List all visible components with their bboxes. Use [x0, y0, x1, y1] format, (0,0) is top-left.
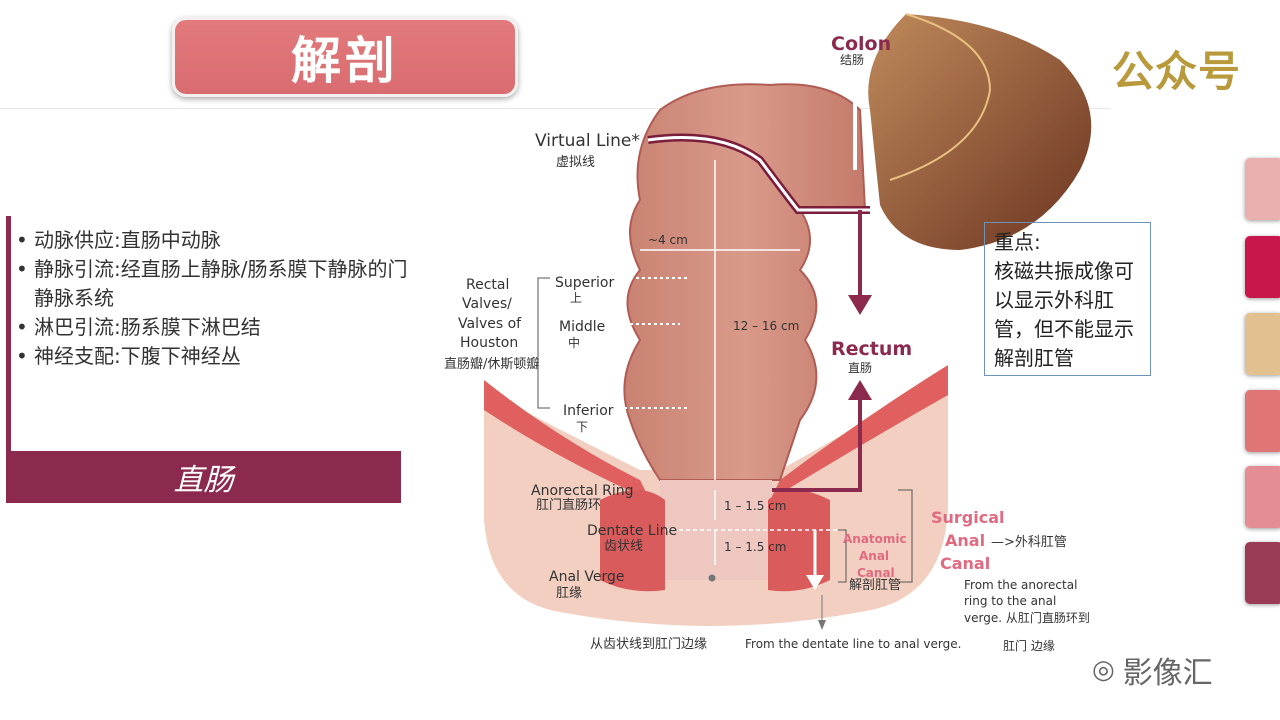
levator-left: [484, 380, 650, 500]
label-colon: Colon: [831, 33, 891, 55]
label-colon-cn: 结肠: [840, 53, 864, 67]
label-middle: Middle: [559, 319, 605, 335]
bullet-item: 神经支配:下腹下神经丛: [16, 342, 416, 371]
label-valves-3: Valves of: [458, 316, 522, 332]
wechat-icon: ◎: [1092, 655, 1115, 685]
banner-label: 直肠: [173, 463, 234, 498]
label-anatomic-2: Anal: [859, 549, 889, 563]
label-anatomic-cn: 解剖肛管: [849, 578, 901, 593]
label-virtual-line-cn: 虚拟线: [556, 155, 595, 170]
label-valves-2: Valves/: [462, 296, 512, 312]
color-swatch: [1245, 542, 1280, 604]
label-rectum: Rectum: [831, 338, 912, 360]
label-surgical-cn: —>外科肛管: [991, 535, 1067, 550]
label-valves-4: Houston: [460, 335, 518, 351]
key-point-body: 核磁共振成像可以显示外科肛管，但不能显示解剖肛管: [994, 259, 1134, 370]
label-dentate-line: Dentate Line: [587, 523, 677, 539]
label-dentate-verge-cn: 从齿状线到肛门边缘: [590, 637, 707, 652]
label-rectum-cn: 直肠: [848, 361, 872, 375]
key-point-box: 重点: 核磁共振成像可以显示外科肛管，但不能显示解剖肛管: [984, 222, 1151, 376]
label-length: 12 – 16 cm: [733, 319, 799, 333]
label-dentate-verge-en: From the dentate line to anal verge.: [745, 637, 961, 651]
label-seg2: 1 – 1.5 cm: [724, 540, 786, 554]
brand-logo: 公众号: [1112, 47, 1242, 96]
watermark: ◎ 影像汇: [1092, 648, 1213, 692]
label-dentate-line-cn: 齿状线: [604, 539, 643, 554]
color-swatch: [1245, 390, 1280, 452]
label-width: ~4 cm: [648, 233, 688, 247]
label-anatomic-3: Canal: [857, 566, 895, 580]
label-inferior: Inferior: [563, 403, 614, 419]
label-middle-cn: 中: [568, 335, 580, 350]
bullet-item: 淋巴引流:肠系膜下淋巴结: [16, 313, 416, 342]
label-valves-1: Rectal: [466, 277, 509, 293]
label-surgical-desc-2: ring to the anal: [964, 594, 1056, 608]
label-surgical-desc-cn: 肛门 边缘: [1003, 638, 1055, 653]
sphincter-left: [600, 490, 665, 592]
label-valves-cn: 直肠瓣/休斯顿瓣: [444, 357, 539, 372]
label-virtual-line: Virtual Line*: [535, 131, 640, 151]
label-superior: Superior: [555, 275, 614, 291]
header-divider: [0, 108, 1110, 109]
label-inferior-cn: 下: [576, 420, 588, 434]
bullet-item: 动脉供应:直肠中动脉: [16, 226, 416, 255]
label-superior-cn: 上: [570, 291, 582, 305]
accent-bar: [6, 216, 11, 452]
title-box: 解剖: [172, 17, 518, 97]
label-anorectal-ring-cn: 肛门直肠环: [536, 498, 601, 513]
label-surgical-2: Anal: [945, 531, 985, 550]
label-anatomic-1: Anatomic: [843, 532, 907, 546]
watermark-text: 影像汇: [1122, 656, 1213, 691]
bullet-list: 动脉供应:直肠中动脉 静脉引流:经直肠上静脉/肠系膜下静脉的门静脉系统 淋巴引流…: [16, 226, 416, 371]
color-swatch: [1245, 313, 1280, 375]
label-surgical-1: Surgical: [931, 508, 1005, 527]
rectum: [623, 83, 867, 481]
label-surgical-desc-3: verge. 从肛门直肠环到: [964, 610, 1090, 625]
color-swatch: [1245, 236, 1280, 298]
color-swatch: [1245, 158, 1280, 220]
label-anal-verge-cn: 肛缘: [556, 586, 582, 601]
label-seg1: 1 – 1.5 cm: [724, 499, 786, 513]
label-surgical-3: Canal: [940, 554, 990, 573]
bullet-item: 静脉引流:经直肠上静脉/肠系膜下静脉的门静脉系统: [16, 255, 416, 313]
label-anal-verge: Anal Verge: [549, 569, 624, 585]
section-banner: 直肠: [6, 451, 401, 503]
color-swatch: [1245, 466, 1280, 528]
page-title: 解剖: [291, 31, 399, 90]
colon: [868, 14, 1092, 250]
key-point-heading: 重点:: [994, 230, 1041, 254]
label-surgical-desc-1: From the anorectal: [964, 578, 1077, 592]
label-anorectal-ring: Anorectal Ring: [531, 483, 634, 499]
